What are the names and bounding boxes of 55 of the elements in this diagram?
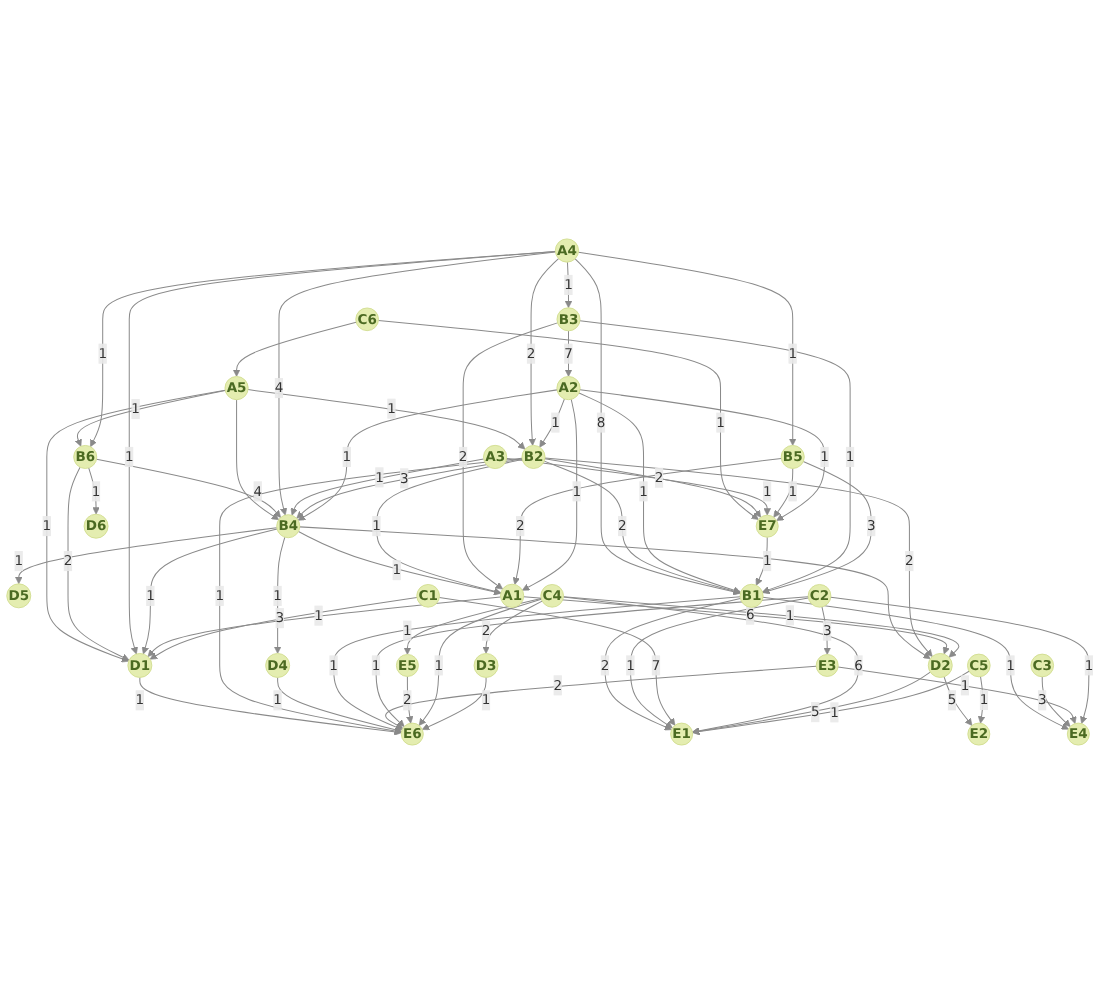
arrow [1041, 676, 1071, 727]
arrow [273, 536, 286, 654]
arrow [604, 598, 741, 731]
arrow [377, 319, 759, 520]
arrow [141, 528, 278, 655]
arrow [539, 398, 565, 448]
arrow [147, 596, 502, 657]
arrow [333, 596, 741, 731]
arrow [418, 598, 542, 726]
arrow [128, 250, 556, 655]
arrow [543, 460, 741, 595]
arrow [579, 389, 826, 521]
arrow [762, 461, 872, 595]
arrow [247, 389, 526, 450]
arrow [46, 389, 226, 663]
arrow [376, 458, 523, 595]
arrow [755, 536, 768, 586]
arrow [297, 389, 558, 521]
arrow [562, 596, 860, 735]
arrow [96, 458, 281, 518]
arrow [629, 597, 809, 729]
arrow [564, 261, 573, 309]
arrow [149, 597, 418, 660]
arrow [574, 258, 741, 596]
arrow [406, 675, 414, 724]
arrow [837, 666, 1077, 724]
arrow [762, 596, 1069, 730]
arrow [830, 596, 1090, 724]
arrow [773, 468, 794, 518]
arrow [528, 258, 560, 446]
arrow [278, 251, 556, 516]
arrow [299, 526, 931, 660]
arrow [564, 330, 573, 377]
arrow [692, 670, 970, 736]
arrow [577, 251, 797, 446]
arrow [375, 596, 809, 727]
arrow [578, 392, 741, 594]
arrow [15, 527, 278, 585]
arrow [482, 600, 543, 654]
arrow [290, 458, 485, 516]
arrow [544, 458, 762, 518]
arrow [232, 321, 357, 377]
arrow [74, 389, 226, 447]
arrow [277, 676, 402, 734]
arrow [977, 676, 986, 724]
arrow [943, 676, 973, 726]
arrow [438, 597, 676, 726]
arrow [139, 676, 402, 736]
arrow [385, 665, 817, 729]
arrow [421, 676, 487, 731]
arrow [236, 399, 279, 521]
arrow [403, 597, 542, 655]
arrow [579, 320, 851, 594]
arrow [462, 322, 559, 590]
arrow [506, 457, 771, 516]
